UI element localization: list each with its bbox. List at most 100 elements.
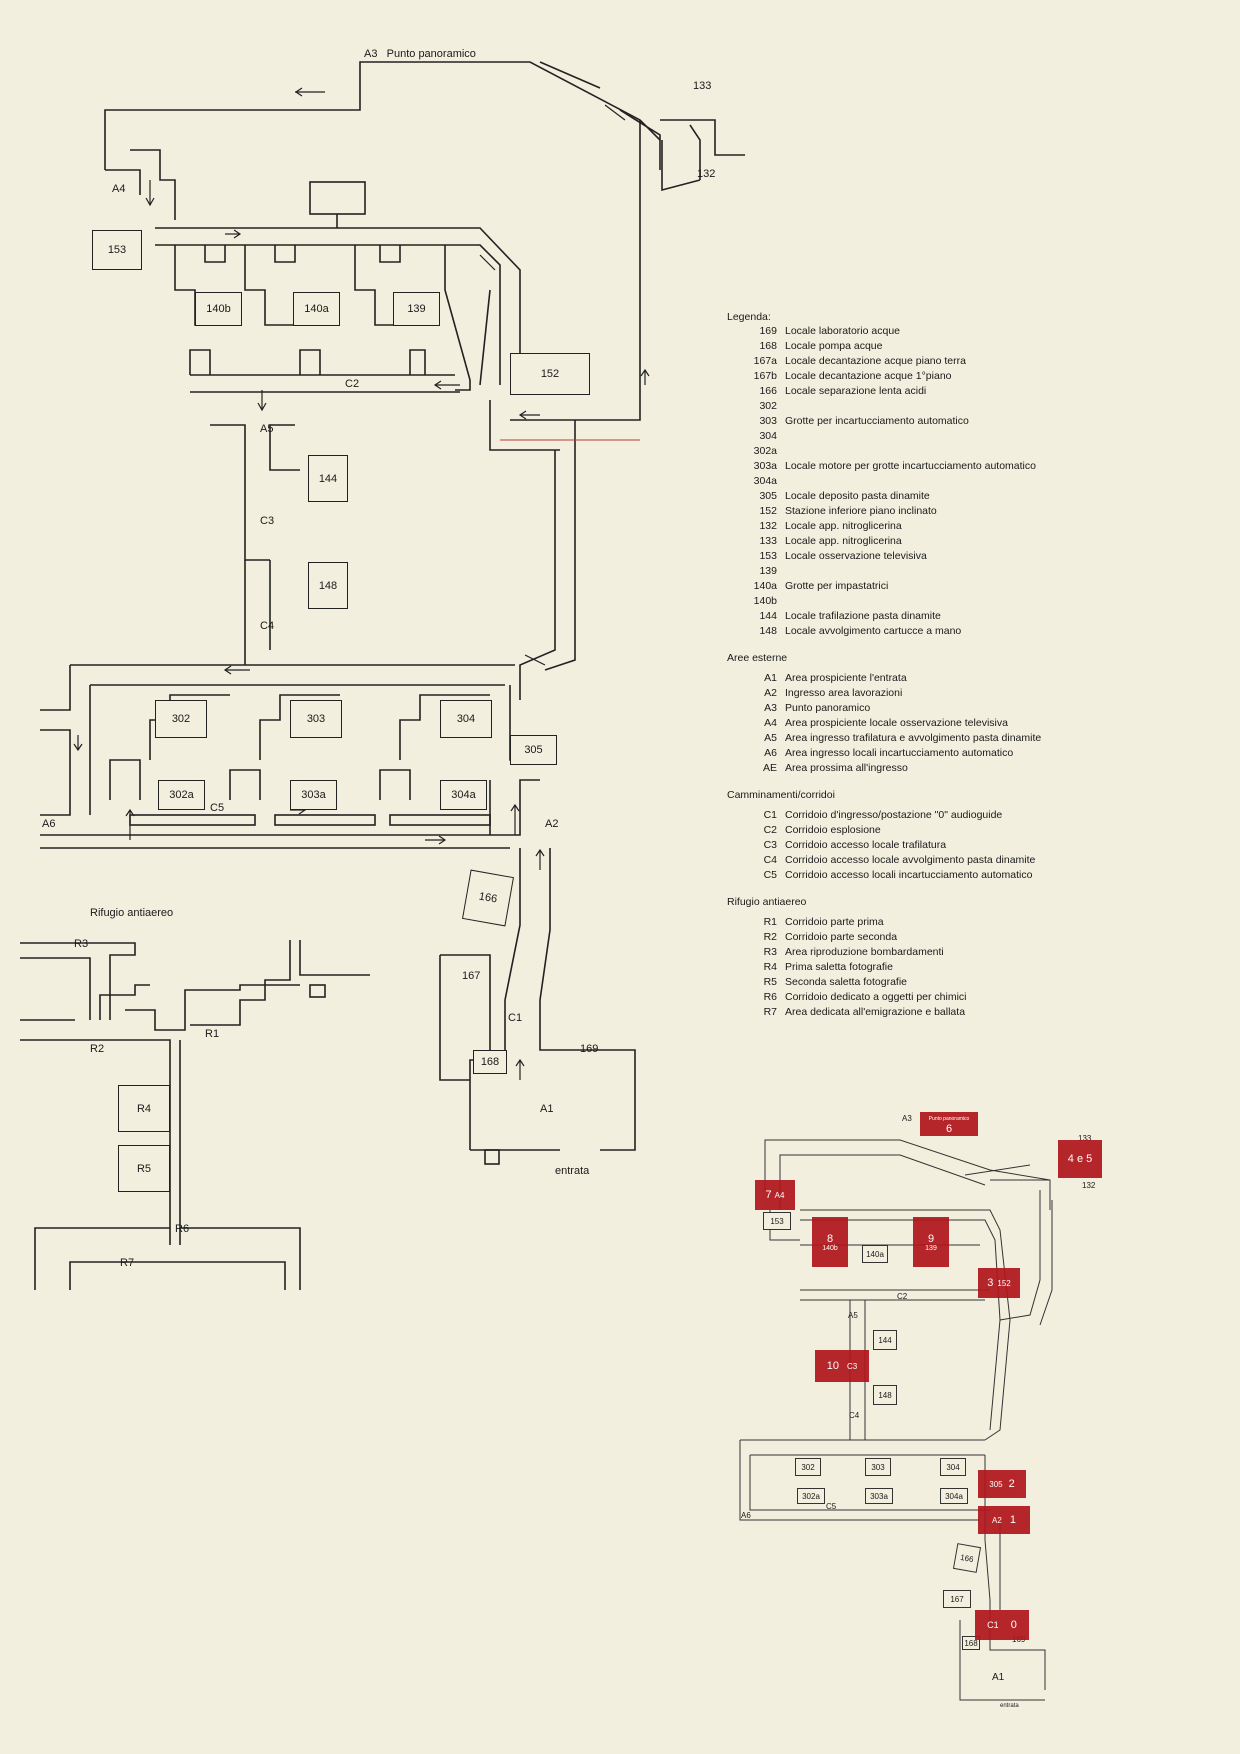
legend-room-value: Locale motore per grotte incartucciament…	[785, 459, 1036, 472]
room-304: 304	[440, 700, 492, 738]
legend-corridor-value: Corridoio accesso locale trafilatura	[785, 838, 947, 851]
legend-external-value: Ingresso area lavorazioni	[785, 686, 903, 699]
stop-0-room: C1	[987, 1620, 999, 1630]
legend-external-key: A4	[764, 716, 777, 729]
legend-shelter-title: Rifugio antiaereo	[727, 896, 807, 908]
legend-external-value: Punto panoramico	[785, 701, 871, 714]
legend-shelter-key: R6	[763, 990, 777, 1003]
legend-shelter-row: R7 Area dedicata all'emigrazione e ballat…	[727, 1004, 1197, 1019]
legend-external-value: Area prospiciente locale osservazione te…	[785, 716, 1008, 729]
stop-9-number: 9	[927, 1232, 935, 1245]
stop-3-room: 152	[997, 1278, 1011, 1288]
room-140a: 140a	[293, 292, 340, 326]
legend-room-row: 302	[727, 398, 1197, 413]
stop-10: 10 C3	[815, 1350, 869, 1382]
room-303a: 303a	[290, 780, 337, 810]
room-r5: R5	[118, 1145, 170, 1192]
legend-shelter-value: Prima saletta fotografie	[785, 960, 893, 973]
small-label-c2: C2	[897, 1292, 908, 1301]
legend-shelter-key: R7	[763, 1005, 777, 1018]
small-room-303: 303	[865, 1458, 891, 1476]
small-room-302: 302	[795, 1458, 821, 1476]
small-room-304a: 304a	[940, 1488, 968, 1504]
stop-3-number: 3	[987, 1277, 994, 1289]
legend-external-value: Area prospiciente l'entrata	[785, 671, 907, 684]
room-148: 148	[308, 562, 348, 609]
stop-0-number: 0	[1010, 1619, 1017, 1631]
stop-0: C1 0	[975, 1610, 1029, 1640]
legend-room-row: 304	[727, 428, 1197, 443]
legend-corridor-value: Corridoio esplosione	[785, 823, 881, 836]
legend-corridor-value: Corridoio d'ingresso/postazione "0" audi…	[785, 808, 1003, 821]
small-room-148: 148	[873, 1385, 897, 1405]
legend-shelter-row: R5 Seconda saletta fotografie	[727, 974, 1197, 989]
stop-9: 9 139	[913, 1217, 949, 1267]
legend-room-key: 168	[759, 339, 777, 352]
legend-room-key: 139	[759, 564, 777, 577]
legend-room-row: 168 Locale pompa acque	[727, 338, 1197, 353]
small-room-302a: 302a	[797, 1488, 825, 1504]
legend-shelter-key: R5	[763, 975, 777, 988]
legend-external-value: Area ingresso trafilatura e avvolgimento…	[785, 731, 1042, 744]
legend-room-key: 302a	[753, 444, 777, 457]
label-a2: A2	[545, 818, 559, 830]
label-c1: C1	[508, 1012, 523, 1024]
room-144: 144	[308, 455, 348, 502]
legend-title: Legenda:	[727, 311, 771, 323]
room-302a: 302a	[158, 780, 205, 810]
stop-7: 7 A4	[755, 1180, 795, 1210]
label-c2: C2	[345, 378, 360, 390]
stop-6: Punto panoramico 6	[920, 1112, 978, 1136]
room-r4: R4	[118, 1085, 170, 1132]
legend-corridor-value: Corridoio accesso locali incartucciament…	[785, 868, 1033, 881]
stop-8-room: 140b	[822, 1244, 838, 1252]
stop-10-number: 10	[826, 1360, 839, 1372]
legend-room-value: Locale laboratorio acque	[785, 324, 900, 337]
legend-external-row: A4 Area prospiciente locale osservazione …	[727, 715, 1197, 730]
legend-external-key: A5	[764, 731, 777, 744]
legend-shelter-value: Area dedicata all'emigrazione e ballata	[785, 1005, 966, 1018]
label-a6: A6	[42, 818, 56, 830]
legend-room-key: 133	[759, 534, 777, 547]
legend-room-key: 303	[759, 414, 777, 427]
stop-6-number: 6	[945, 1123, 953, 1135]
legend-shelter-key: R3	[763, 945, 777, 958]
label-shelter: Rifugio antiaereo	[90, 907, 174, 919]
legend-room-value: Locale pompa acque	[785, 339, 883, 352]
legend-shelter-value: Corridoio parte seconda	[785, 930, 898, 943]
room-304a: 304a	[440, 780, 487, 810]
legend-corridor-key: C3	[763, 838, 777, 851]
room-303: 303	[290, 700, 342, 738]
room-305: 305	[510, 735, 557, 765]
room-140b: 140b	[195, 292, 242, 326]
stop-2: 305 2	[978, 1470, 1026, 1498]
stop-7-room: A4	[774, 1190, 785, 1200]
small-label-c5: C5	[826, 1502, 837, 1511]
stop-1-number: 1	[1009, 1514, 1016, 1526]
legend-shelter-value: Seconda saletta fotografie	[785, 975, 908, 988]
legend-room-value: Locale decantazione acque piano terra	[785, 354, 966, 367]
label-c4: C4	[260, 620, 275, 632]
label-r1: R1	[205, 1028, 220, 1040]
room-168: 168	[473, 1050, 507, 1074]
legend-corridors-title: Camminamenti/corridoi	[727, 789, 835, 801]
label-a5: A5	[260, 423, 274, 435]
label-a1: A1	[540, 1103, 554, 1115]
label-r7: R7	[120, 1257, 135, 1269]
